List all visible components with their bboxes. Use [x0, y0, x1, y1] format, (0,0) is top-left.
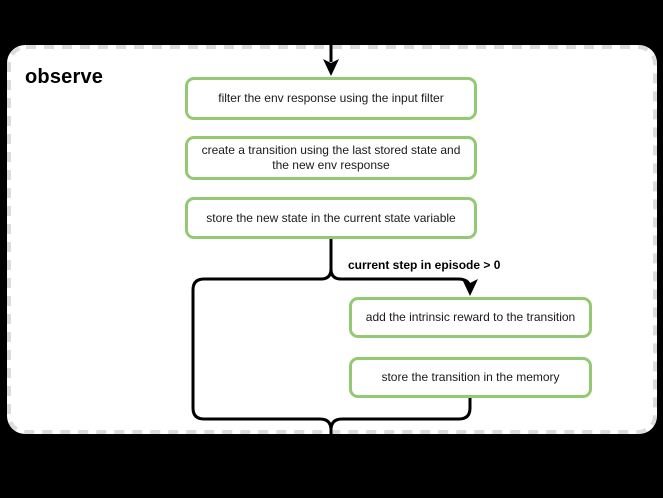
node-create-transition: create a transition using the last store… — [185, 136, 477, 180]
node-filter-env-response: filter the env response using the input … — [185, 77, 477, 120]
node-label: create a transition using the last store… — [201, 143, 461, 172]
node-store-new-state: store the new state in the current state… — [185, 197, 477, 239]
node-label: store the new state in the current state… — [206, 210, 456, 225]
condition-label: current step in episode > 0 — [348, 258, 501, 272]
node-store-transition: store the transition in the memory — [349, 357, 592, 398]
node-label: filter the env response using the input … — [218, 91, 444, 105]
group-title: observe — [25, 66, 104, 88]
node-add-intrinsic-reward: add the intrinsic reward to the transiti… — [349, 297, 592, 338]
node-label: store the transition in the memory — [381, 370, 560, 384]
node-label: add the intrinsic reward to the transiti… — [365, 310, 576, 324]
